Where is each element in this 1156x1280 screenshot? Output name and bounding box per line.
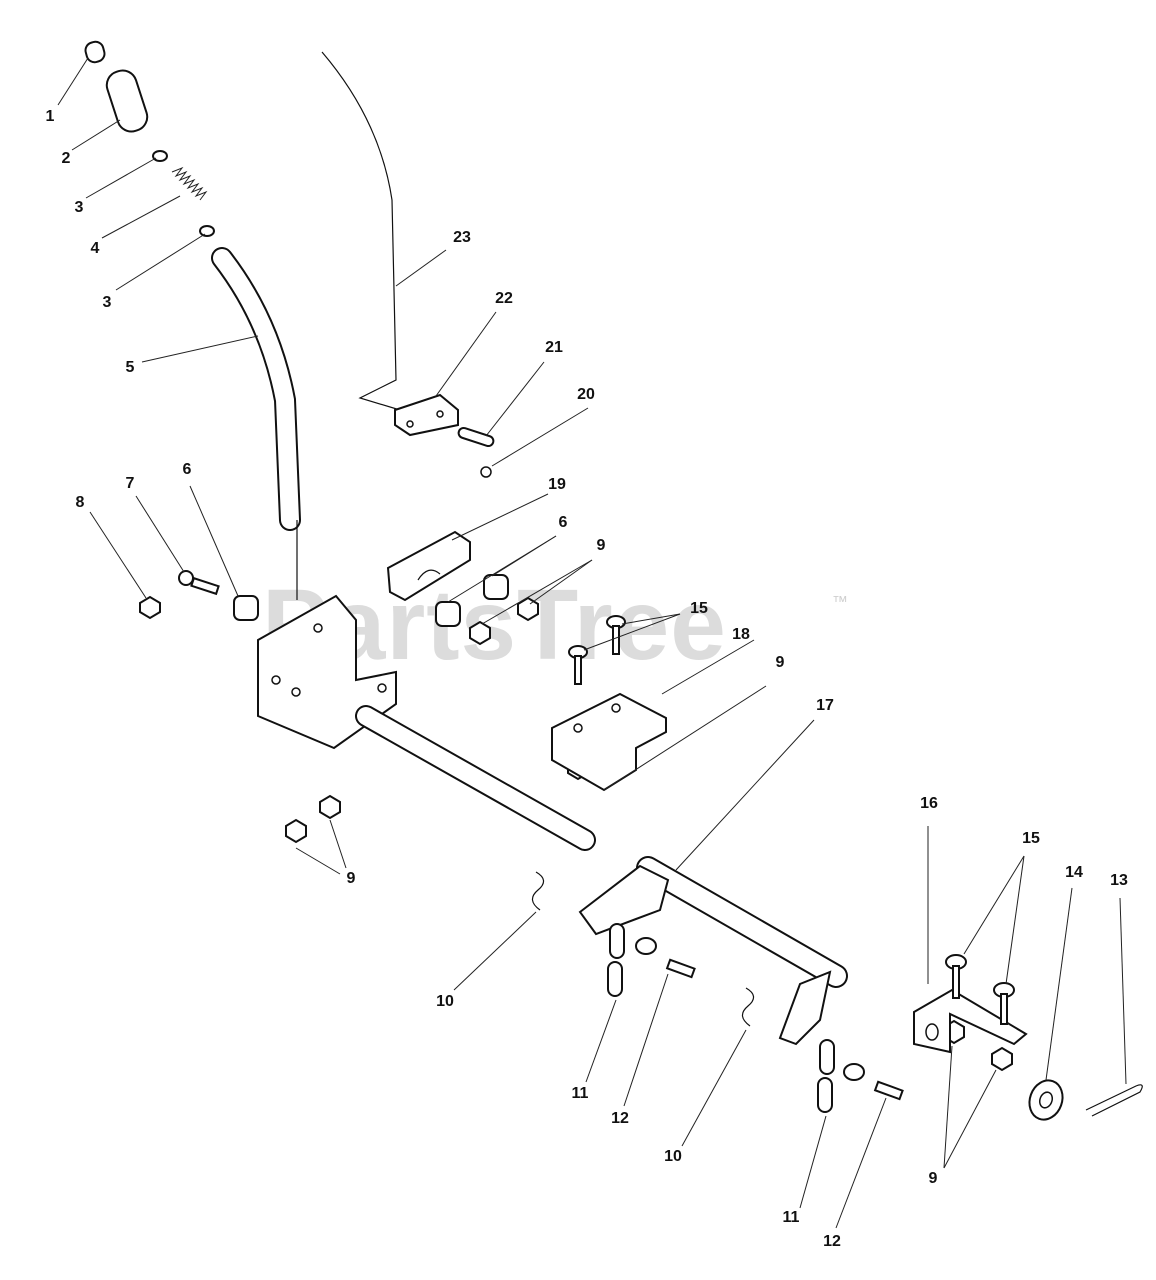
callout-2: 2 (61, 150, 71, 167)
callout-9: 9 (346, 870, 356, 887)
part-3-washer-bottom (199, 225, 215, 237)
callout-22: 22 (495, 290, 513, 307)
callout-9: 9 (928, 1170, 938, 1187)
callout-6: 6 (558, 514, 568, 531)
callout-10: 10 (436, 993, 454, 1010)
callout-17: 17 (816, 697, 834, 714)
part-20-clip (480, 466, 492, 478)
part-8-nut (139, 595, 161, 620)
callout-23: 23 (453, 229, 471, 246)
part-1-cap (84, 40, 106, 64)
part-23-rod (321, 51, 401, 411)
callout-3: 3 (102, 294, 112, 311)
part-21-pin (457, 426, 495, 448)
part-16-bracket (913, 988, 1028, 1054)
part-15-bolts-lower (945, 954, 1015, 1025)
part-2-grip (105, 69, 149, 133)
part-9-nuts (285, 596, 1013, 1072)
part-5-lever (211, 247, 301, 600)
callout-5: 5 (125, 359, 135, 376)
callout-4: 4 (90, 240, 100, 257)
callout-6: 6 (182, 461, 192, 478)
part-4-spring (171, 166, 208, 201)
callout-20: 20 (577, 386, 595, 403)
chain-washer-left (635, 937, 657, 955)
callout-11: 11 (782, 1209, 800, 1226)
callout-13: 13 (1110, 872, 1128, 889)
callout-7: 7 (125, 475, 135, 492)
part-7-bolt (178, 570, 220, 596)
callout-8: 8 (75, 494, 85, 511)
callout-19: 19 (548, 476, 566, 493)
part-3-washer-top (152, 150, 168, 162)
rockshaft-assembly (578, 856, 848, 1046)
part-22-block (394, 393, 459, 437)
part-11-chains (607, 923, 835, 1113)
callout-16: 16 (920, 795, 938, 812)
callout-10: 10 (664, 1148, 682, 1165)
part-19-bracket (386, 530, 471, 602)
part-13-hairpin (1085, 1084, 1143, 1117)
callout-12: 12 (823, 1233, 841, 1250)
part-10-clips (531, 871, 755, 1027)
trademark-symbol: ™ (832, 594, 848, 611)
callout-21: 21 (545, 339, 563, 356)
callout-14: 14 (1065, 864, 1083, 881)
part-17-shaft (355, 705, 596, 851)
part-14-washer-hole (1038, 1091, 1054, 1109)
callout-9: 9 (775, 654, 785, 671)
callout-15: 15 (690, 600, 708, 617)
callout-9: 9 (596, 537, 606, 554)
callout-18: 18 (732, 626, 750, 643)
part-6-spacers (233, 574, 509, 627)
callout-12: 12 (611, 1110, 629, 1127)
callout-15: 15 (1022, 830, 1040, 847)
part-15-bolts-upper (568, 615, 626, 685)
chain-washer-right (843, 1063, 865, 1081)
callout-1: 1 (45, 108, 55, 125)
callout-3: 3 (74, 199, 84, 216)
leader-lines (57, 57, 1127, 1229)
part-18-plate (551, 692, 667, 792)
part-12-bolts (665, 958, 904, 1101)
callout-11: 11 (571, 1085, 589, 1102)
